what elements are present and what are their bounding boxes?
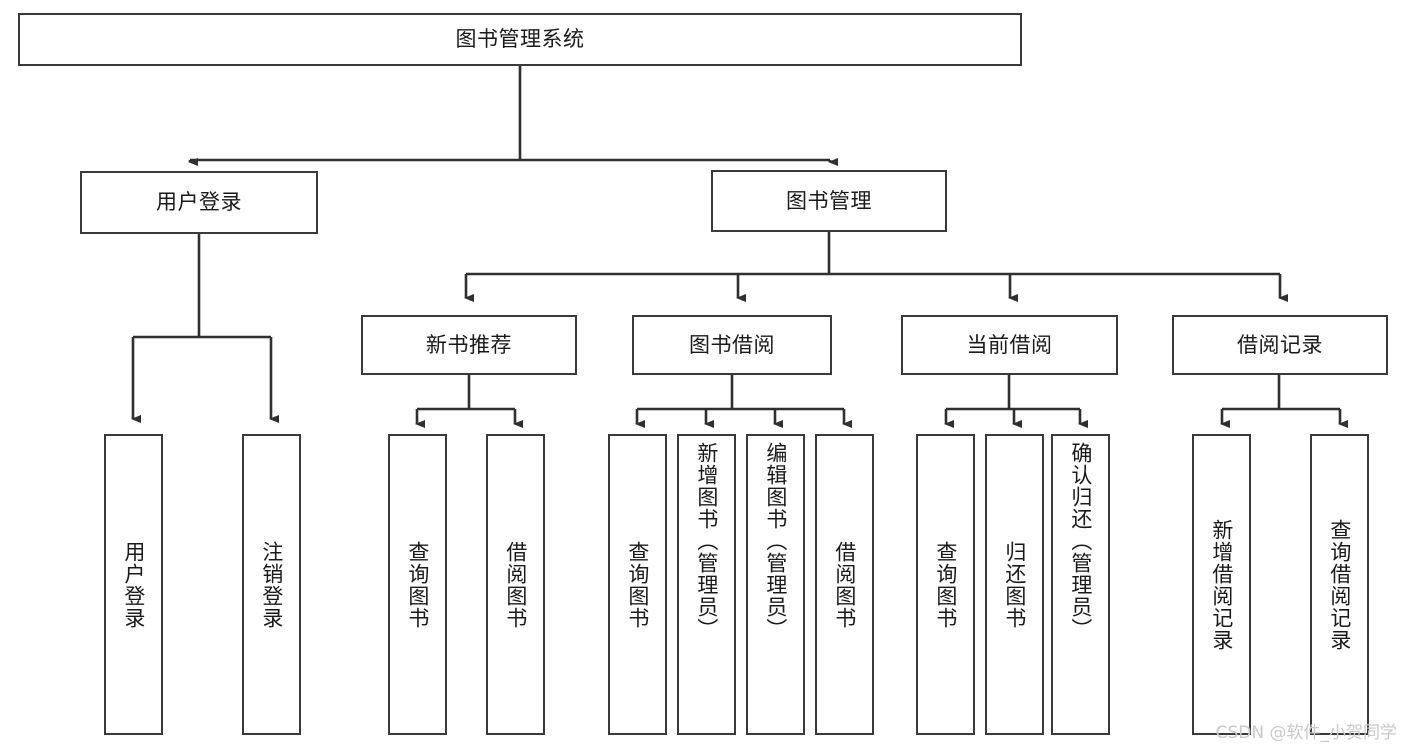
node-leaf-user-login[interactable]: 用户登录 (104, 434, 163, 735)
node-root[interactable]: 图书管理系统 (18, 13, 1022, 66)
node-new-book-rec[interactable]: 新书推荐 (361, 315, 577, 375)
node-label: 图书借阅 (689, 332, 775, 357)
node-user-login[interactable]: 用户登录 (80, 171, 318, 234)
node-label: 新增图书（管理员） (694, 442, 719, 640)
node-leaf-borrow-book-1[interactable]: 借阅图书 (486, 434, 545, 735)
node-label: 归还图书 (1002, 540, 1027, 629)
node-label: 当前借阅 (966, 332, 1053, 357)
node-label: 查询图书 (933, 540, 958, 629)
csdn-watermark: CSDN @软件_小贺同学 (1215, 723, 1397, 743)
node-leaf-logout[interactable]: 注销登录 (242, 434, 301, 735)
node-leaf-borrow-book-2[interactable]: 借阅图书 (815, 434, 874, 735)
node-book-borrow[interactable]: 图书借阅 (632, 315, 832, 375)
node-label: 图书管理系统 (455, 27, 585, 52)
node-leaf-query-book-2[interactable]: 查询图书 (608, 434, 667, 735)
node-label: 用户登录 (156, 190, 242, 215)
node-leaf-return-book[interactable]: 归还图书 (985, 434, 1044, 735)
node-label: 确认归还（管理员） (1068, 442, 1093, 640)
node-label: 借阅记录 (1237, 332, 1323, 357)
node-leaf-edit-book[interactable]: 编辑图书（管理员） (746, 434, 805, 735)
node-label: 新增借阅记录 (1209, 518, 1234, 651)
node-label: 图书管理 (786, 188, 872, 213)
node-current-borrow[interactable]: 当前借阅 (901, 315, 1118, 375)
node-leaf-add-book[interactable]: 新增图书（管理员） (677, 434, 736, 735)
node-borrow-record[interactable]: 借阅记录 (1172, 315, 1388, 375)
node-leaf-query-book-1[interactable]: 查询图书 (388, 434, 447, 735)
node-leaf-query-record[interactable]: 查询借阅记录 (1310, 434, 1369, 735)
node-leaf-add-record[interactable]: 新增借阅记录 (1192, 434, 1251, 735)
node-label: 借阅图书 (832, 540, 857, 629)
node-leaf-confirm-return[interactable]: 确认归还（管理员） (1051, 434, 1110, 735)
node-label: 查询图书 (625, 540, 650, 629)
node-leaf-query-book-3[interactable]: 查询图书 (916, 434, 975, 735)
node-label: 编辑图书（管理员） (763, 442, 788, 640)
node-book-manage[interactable]: 图书管理 (711, 170, 947, 232)
node-label: 注销登录 (259, 540, 284, 629)
node-label: 用户登录 (121, 540, 146, 629)
node-label: 新书推荐 (426, 332, 512, 357)
node-label: 查询借阅记录 (1327, 518, 1352, 651)
node-label: 查询图书 (405, 540, 430, 629)
node-label: 借阅图书 (503, 540, 528, 629)
